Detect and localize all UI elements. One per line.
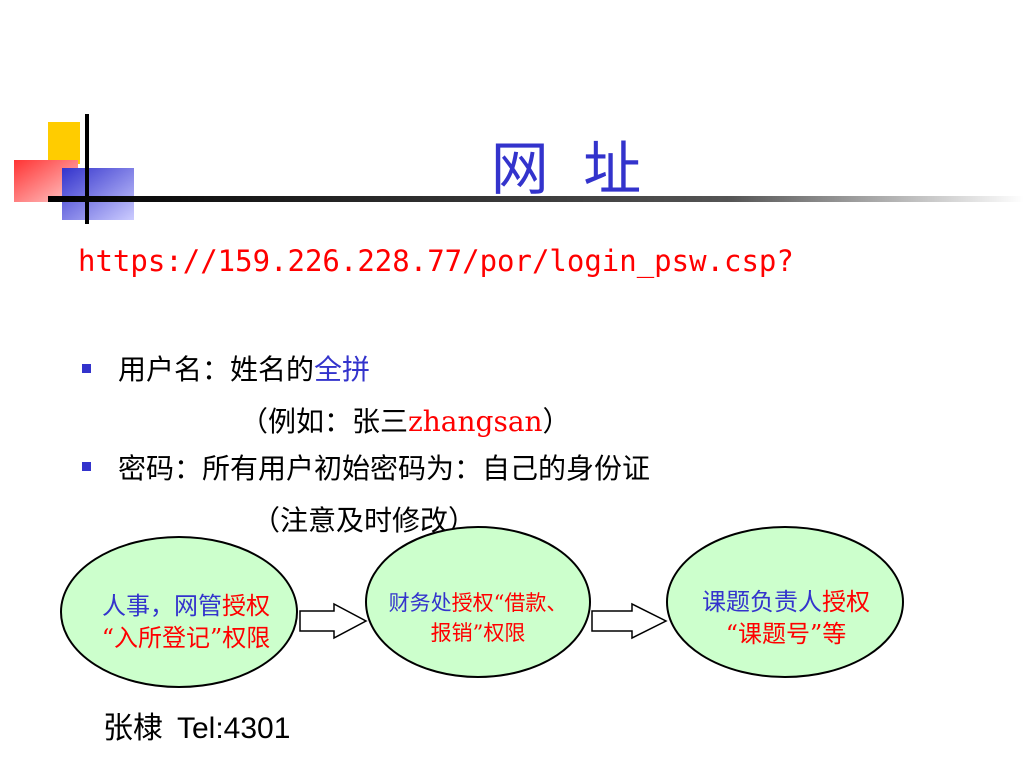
username-label: 用户名：姓名的 — [118, 353, 315, 386]
flow-arrow — [591, 602, 668, 640]
flow-arrow — [299, 602, 368, 640]
flow-label-personnel: 人事，网管授权 “入所登记”权限 — [101, 592, 271, 652]
page-title: 网 址 — [490, 135, 650, 203]
example-close: ） — [542, 405, 571, 438]
logo-yellow-square — [48, 122, 80, 164]
login-url[interactable]: https://159.226.228.77/por/login_psw.csp… — [78, 244, 794, 278]
flow-diagram — [60, 526, 904, 688]
password-line: 密码：所有用户初始密码为：自己的身份证 — [118, 452, 651, 485]
flow-oval-personnel — [60, 536, 298, 688]
contact-name: 张棣 — [103, 711, 163, 746]
logo-blue-square — [62, 168, 134, 220]
example-pinyin: zhangsan — [408, 405, 543, 438]
bullet-marker — [82, 462, 91, 471]
username-highlight: 全拼 — [314, 353, 371, 386]
bullet-marker — [82, 364, 91, 373]
flow-oval-finance — [365, 526, 591, 678]
logo-vertical-bar — [85, 114, 89, 224]
example-open: （例如：张三 — [240, 405, 409, 438]
contact-tel: Tel:4301 — [177, 712, 291, 745]
flow-label-finance: 财务处授权“借款、 报销”权限 — [388, 591, 568, 645]
flow-label-project: 课题负责人授权 “课题号”等 — [702, 588, 870, 648]
decorative-logo — [14, 114, 1024, 224]
contact-footer: 张棣 Tel:4301 — [103, 703, 290, 747]
username-example: （例如：张三zhangsan） — [240, 400, 571, 440]
username-line: 用户名：姓名的全拼 — [118, 348, 370, 388]
title-rule — [48, 196, 1024, 202]
flow-oval-project — [666, 526, 904, 678]
